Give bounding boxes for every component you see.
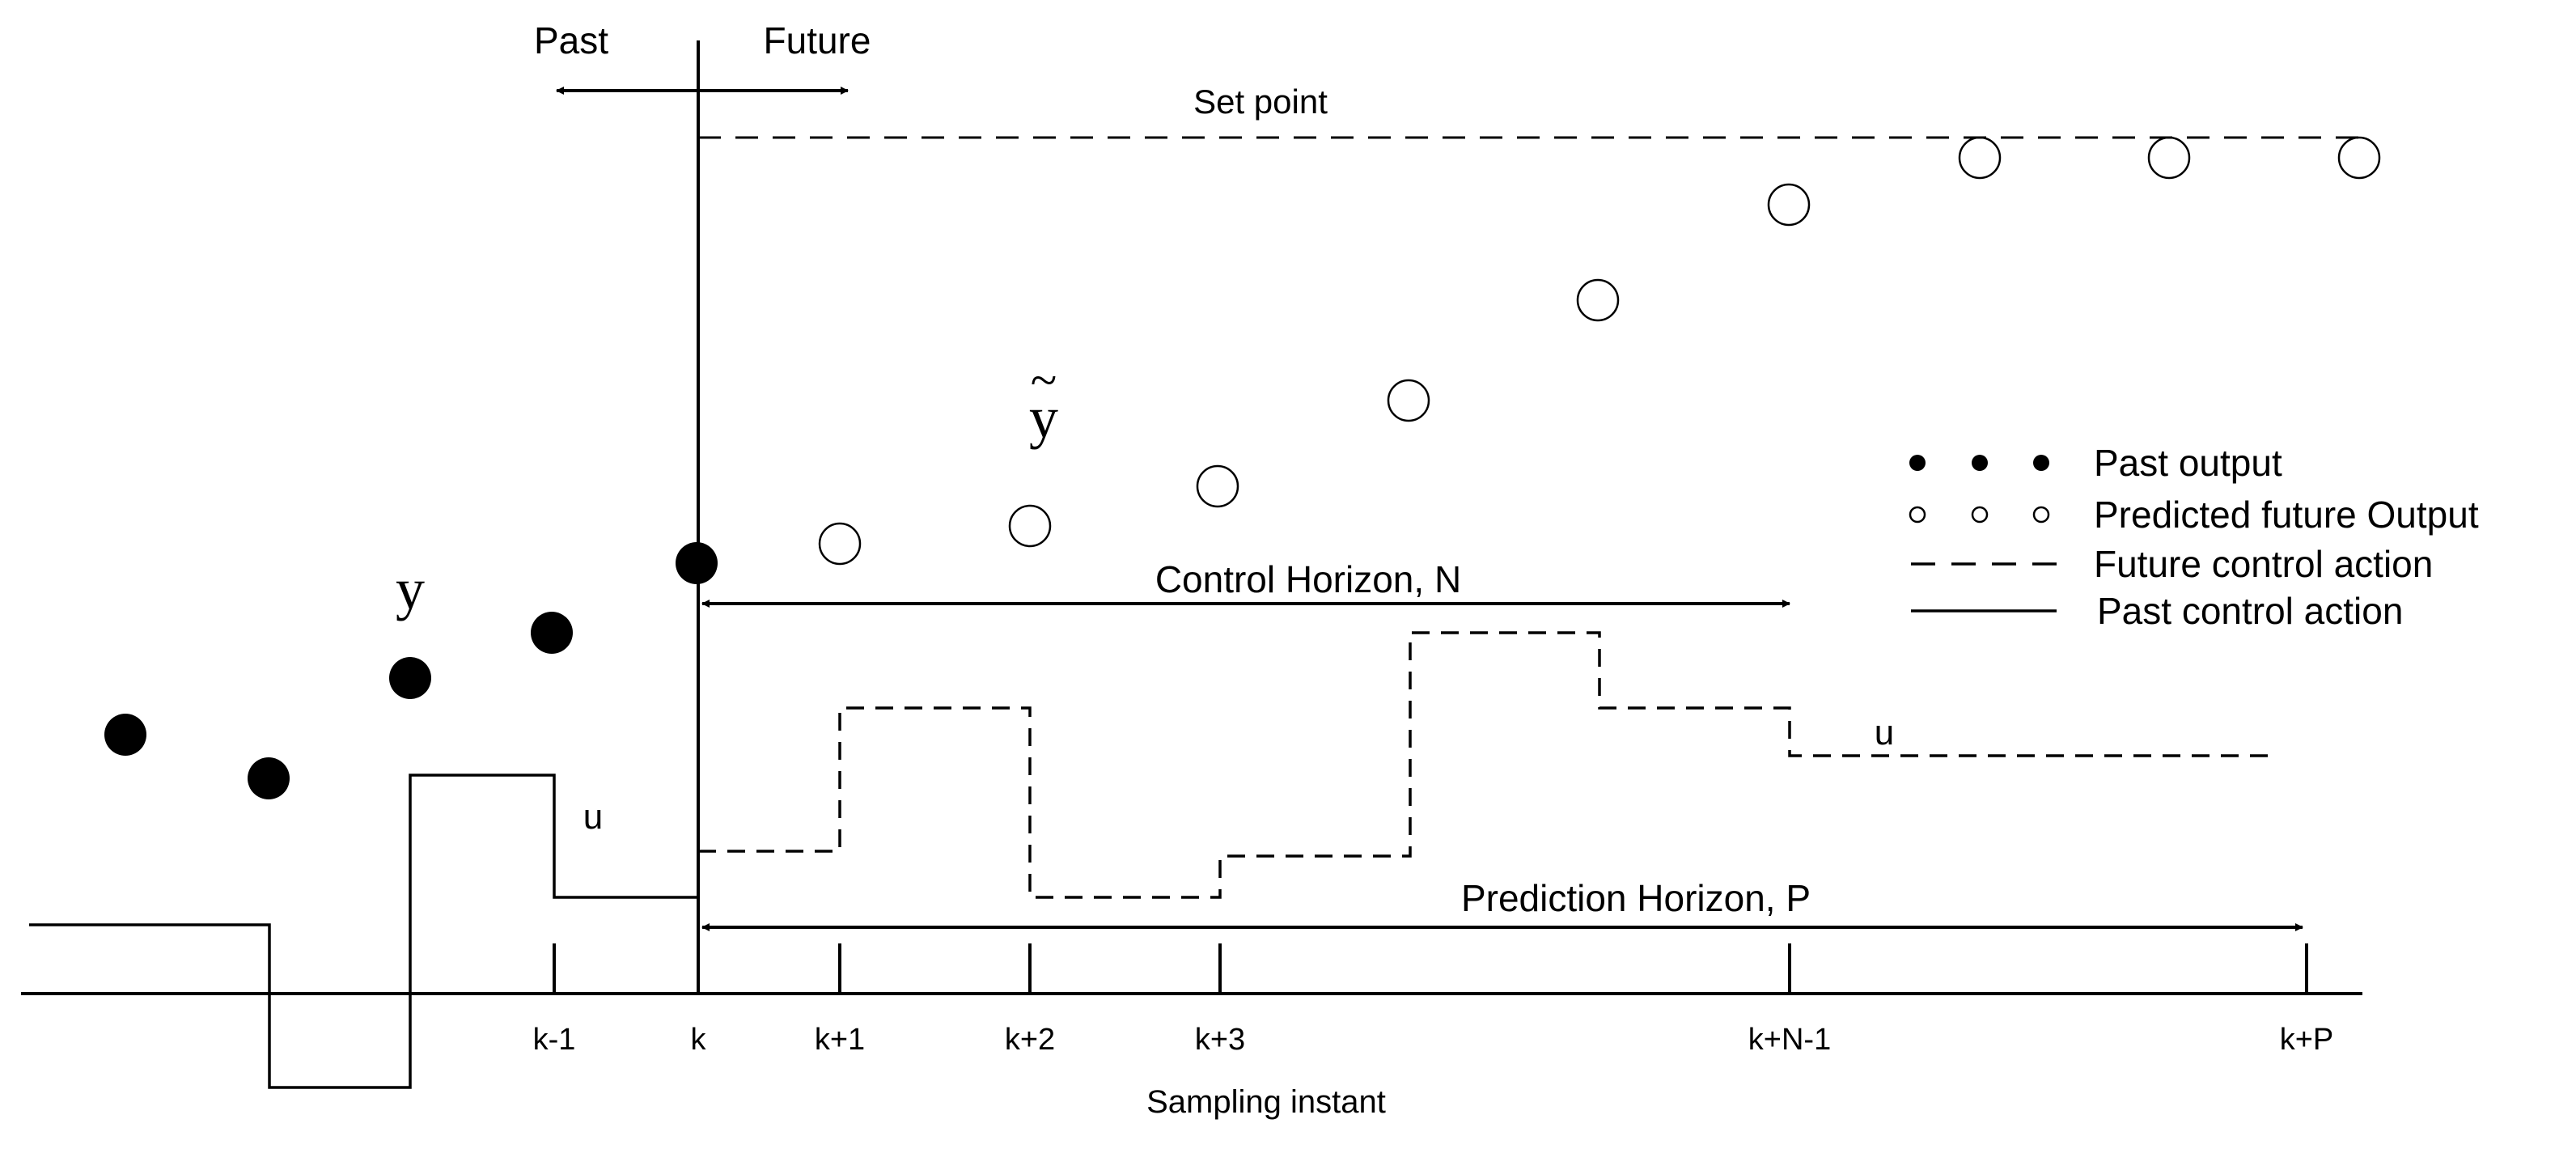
legend-filled-dot [1972,455,1988,471]
future-label: Future [764,19,871,61]
predicted-output-dot [2147,136,2191,180]
legend-label-past-output: Past output [2094,442,2282,484]
set-point-label: Set point [1193,83,1328,121]
past-output-dot [531,612,573,654]
legend: Past output Predicted future Output Futu… [1909,442,2479,632]
y-predicted-label: y [1029,385,1058,450]
predicted-output-dot [1767,183,1811,227]
y-predicted-tilde: ~ [1031,354,1057,407]
future-control-action [698,631,2272,899]
tick-marks [553,943,2308,994]
legend-filled-dot [2033,455,2049,471]
tick-labels: k-1 k k+1 k+2 k+3 k+N-1 k+P [533,1023,2334,1057]
control-horizon-label: Control Horizon, N [1155,558,1461,600]
predicted-output-dot [1576,278,1620,322]
tick-label-k+1: k+1 [815,1023,865,1057]
tick-label-k+2: k+2 [1005,1023,1055,1057]
predicted-output-dot [818,522,862,566]
legend-label-past-control: Past control action [2097,590,2403,632]
predicted-output-dot [1958,136,2002,180]
past-output-dot [676,542,718,584]
legend-filled-dot [1909,455,1926,471]
predicted-output-dot [2337,136,2381,180]
predicted-output-dot [1008,504,1052,548]
legend-open-dot [2032,506,2050,524]
past-output-dot [389,657,431,699]
past-control-action [29,774,698,1089]
legend-item-predicted-output [1909,506,2050,524]
u-past-label: u [583,797,603,837]
tick-label-k+N-1: k+N-1 [1748,1023,1831,1057]
past-output-dot [104,714,146,756]
past-output-dot [248,757,290,799]
tick-label-k: k [691,1023,707,1057]
y-measured-label: y [396,557,425,621]
past-output-dots [104,542,718,799]
legend-item-past-output: Past output [1909,442,2282,484]
legend-open-dot [1909,506,1926,524]
tick-label-k+P: k+P [2280,1023,2334,1057]
tick-label-k-1: k-1 [533,1023,576,1057]
u-future-label: u [1875,713,1894,752]
legend-open-dot [1971,506,1989,524]
prediction-horizon-label: Prediction Horizon, P [1461,877,1811,919]
predicted-output-dot [1196,464,1239,508]
predicted-output-dots [818,136,2381,566]
legend-label-future-control: Future control action [2094,543,2433,585]
past-label: Past [534,19,608,61]
predicted-output-dot [1387,379,1430,422]
tick-label-k+3: k+3 [1195,1023,1245,1057]
legend-label-predicted-output: Predicted future Output [2094,494,2479,536]
x-axis-title: Sampling instant [1146,1084,1386,1120]
